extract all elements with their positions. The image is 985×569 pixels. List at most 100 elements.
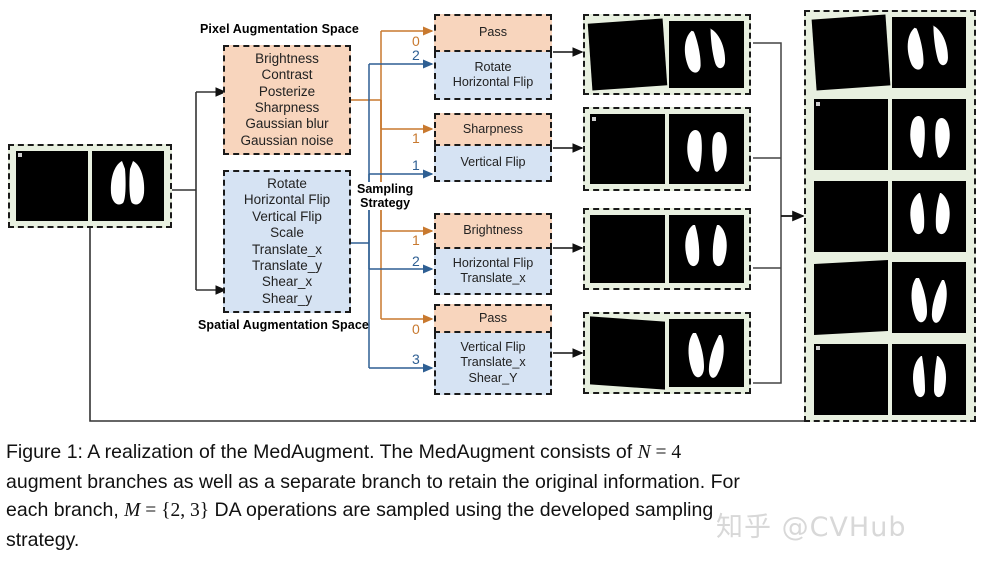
branch-1-spatial-op-0: Rotate (474, 59, 512, 74)
branch-3-spatial-op-1: Translate_x (460, 271, 526, 285)
caption-m-value: = {2, 3} (140, 500, 210, 521)
branch-3-pixel-op-0: Brightness (463, 223, 523, 238)
branch-4-pixel-op-0: Pass (479, 310, 507, 325)
output-3-xray-image (590, 215, 665, 283)
pixel-op-4: Gaussian blur (245, 116, 329, 132)
pixel-op-1: Contrast (261, 67, 313, 83)
branch-1-spatial-op-1: Horizontal Flip (452, 75, 534, 89)
spatial-op-5: Translate_y (251, 257, 323, 273)
branch-4-pixel-count: 0 (412, 321, 420, 337)
augment-branch-4: Pass Vertical Flip Translate_x Shear_Y (434, 304, 552, 395)
output-1-xray-image (587, 18, 668, 91)
augmented-output-pair-2 (583, 107, 751, 191)
final-row (814, 98, 966, 170)
branch-1-pixel-op-0: Pass (479, 25, 507, 40)
branch-2-pixel-op-0: Sharpness (462, 121, 524, 136)
watermark: 知乎 @CVHub (716, 512, 907, 543)
input-xray-image (16, 151, 88, 221)
augmented-output-pair-1 (583, 14, 751, 95)
image-corner-marker (592, 117, 596, 121)
final-4-lung-mask (892, 262, 966, 334)
augment-branch-1: Pass Rotate Horizontal Flip (434, 14, 552, 100)
input-image-pair (8, 144, 172, 228)
caption-line-4: strategy. (6, 528, 80, 551)
branch-4-spatial-op-1: Translate_x (460, 355, 526, 370)
sampling-strategy-line1: Sampling (357, 182, 414, 196)
branch-1-pixel-count: 0 (412, 33, 420, 49)
caption-line-1: Figure 1: A realization of the MedAugmen… (6, 438, 980, 468)
image-corner-marker (816, 101, 820, 106)
caption-line-3: each branch, M = {2, 3} DA operations ar… (6, 496, 980, 526)
caption-n-symbol: N (637, 442, 651, 463)
figure-caption: Figure 1: A realization of the MedAugmen… (6, 438, 980, 554)
sampling-strategy-label: Sampling Strategy (356, 182, 415, 210)
image-corner-marker (18, 153, 22, 157)
output-4-xray-image (590, 316, 665, 390)
spatial-op-2: Vertical Flip (252, 208, 322, 224)
pixel-space-caption: Pixel Augmentation Space (200, 22, 359, 36)
spatial-op-3: Scale (270, 225, 304, 241)
image-corner-marker (816, 346, 820, 350)
branch-4-spatial-op-0: Vertical Flip (460, 339, 526, 354)
final-2-xray-image (814, 98, 888, 170)
sampling-strategy-line2: Strategy (360, 196, 411, 210)
final-row (814, 344, 966, 415)
branch-3-spatial-op-0: Horizontal Flip (452, 255, 534, 270)
final-3-lung-mask (892, 180, 966, 252)
final-5-xray-image (814, 344, 888, 415)
branch-1-pixel-ops: Pass (434, 14, 552, 52)
augment-branch-3: Brightness Horizontal Flip Translate_x (434, 213, 552, 295)
caption-text-1: Figure 1: A realization of the MedAugmen… (6, 441, 638, 463)
output-4-lung-mask (669, 319, 744, 387)
final-3-xray-image (814, 180, 888, 252)
spatial-op-6: Shear_x (261, 274, 313, 290)
spatial-op-1: Horizontal Flip (243, 192, 331, 208)
branch-3-pixel-ops: Brightness (434, 213, 552, 249)
final-row (814, 180, 966, 252)
caption-text-4: DA operations are sampled using the deve… (209, 499, 714, 521)
branch-3-spatial-ops: Horizontal Flip Translate_x (434, 249, 552, 295)
branch-2-spatial-op-0: Vertical Flip (460, 155, 526, 170)
caption-line-2: augment branches as well as a separate b… (6, 470, 740, 493)
output-1-lung-mask (669, 21, 744, 88)
caption-m-symbol: M (124, 500, 141, 521)
caption-n-value: = 4 (650, 442, 682, 463)
branch-2-spatial-ops: Vertical Flip (434, 146, 552, 182)
final-row (814, 260, 966, 336)
branch-1-spatial-ops: Rotate Horizontal Flip (434, 52, 552, 100)
augment-branch-2: Sharpness Vertical Flip (434, 113, 552, 182)
pixel-op-5: Gaussian noise (240, 132, 334, 148)
final-4-xray-image (814, 260, 888, 336)
final-2-lung-mask (892, 98, 966, 170)
output-3-lung-mask (669, 215, 744, 283)
branch-4-spatial-op-2: Shear_Y (468, 370, 518, 385)
branch-2-pixel-count: 1 (412, 130, 420, 146)
branch-1-spatial-count: 2 (412, 47, 420, 63)
spatial-augmentation-space: Rotate Horizontal Flip Vertical Flip Sca… (223, 170, 351, 313)
augmented-output-pair-4 (583, 312, 751, 394)
pixel-augmentation-space: Brightness Contrast Posterize Sharpness … (223, 45, 351, 155)
branch-4-spatial-count: 3 (412, 351, 420, 367)
spatial-op-7: Shear_y (261, 290, 313, 306)
output-2-lung-mask (669, 114, 744, 184)
pixel-op-3: Sharpness (254, 100, 320, 115)
spatial-space-caption: Spatial Augmentation Space (198, 318, 369, 332)
final-1-lung-mask (892, 17, 966, 88)
output-2-xray-image (590, 114, 665, 184)
augmented-output-pair-3 (583, 208, 751, 290)
input-lung-mask (92, 151, 164, 221)
final-5-lung-mask (892, 344, 966, 415)
pixel-op-0: Brightness (255, 50, 319, 66)
branch-4-spatial-ops: Vertical Flip Translate_x Shear_Y (434, 333, 552, 395)
branch-2-spatial-count: 1 (412, 157, 420, 173)
final-row (811, 14, 966, 91)
caption-text-3: each branch, (6, 499, 125, 521)
final-1-xray-image (811, 14, 891, 91)
branch-3-pixel-count: 1 (412, 232, 420, 248)
final-augmented-set (804, 10, 976, 422)
spatial-op-0: Rotate (267, 175, 307, 191)
pixel-op-2: Posterize (258, 83, 316, 99)
branch-2-pixel-ops: Sharpness (434, 113, 552, 146)
branch-3-spatial-count: 2 (412, 253, 420, 269)
